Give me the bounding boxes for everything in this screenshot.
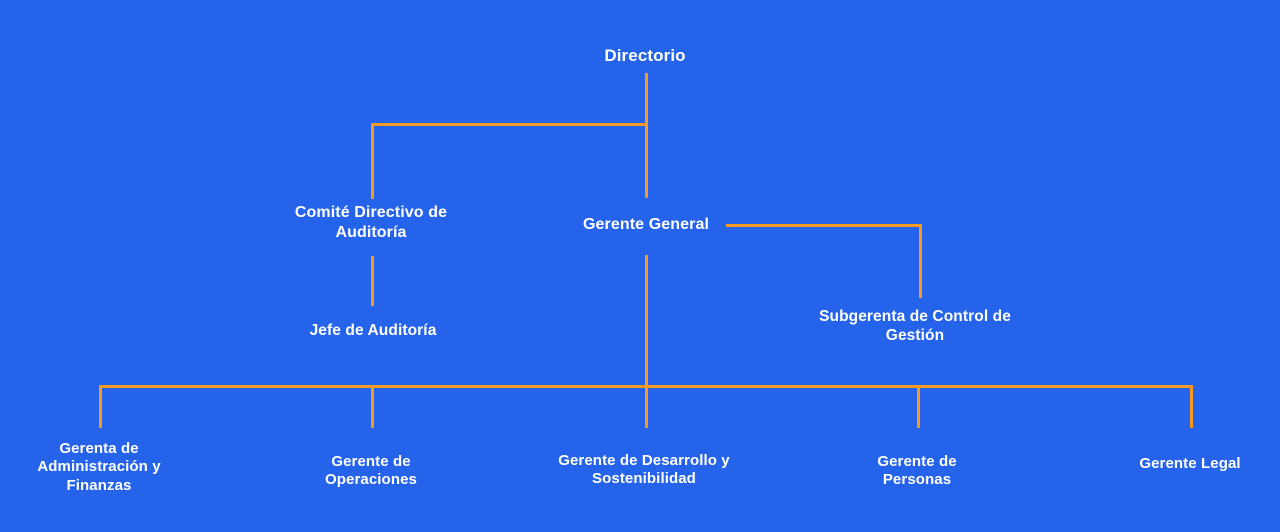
node-directorio[interactable]: Directorio: [604, 46, 686, 65]
connector-comite-to-jefe: [371, 256, 374, 306]
connector-gg-to-subgerenta-horizontal: [726, 224, 922, 227]
node-gerente-operaciones[interactable]: Gerente de Operaciones: [325, 453, 417, 489]
connector-directorio-to-comite: [371, 123, 374, 199]
connector-gg-to-subgerenta-drop: [919, 224, 922, 298]
node-gerente-general[interactable]: Gerente General: [583, 216, 709, 233]
connector-drop-legal: [1190, 385, 1193, 428]
connector-bus-top: [371, 123, 648, 126]
node-subgerenta-control-gestion[interactable]: Subgerenta de Control de Gestión: [819, 308, 1011, 344]
node-gerente-legal[interactable]: Gerente Legal: [1139, 455, 1241, 472]
connector-bus-bottom: [99, 385, 1193, 388]
connector-gg-stem: [645, 255, 648, 428]
connector-drop-personas: [917, 385, 920, 428]
node-gerenta-administracion-finanzas[interactable]: Gerenta de Administración y Finanzas: [37, 440, 161, 494]
connector-drop-admin-finanzas: [99, 385, 102, 428]
node-comite-directivo-auditoria[interactable]: Comité Directivo de Auditoría: [294, 204, 448, 241]
node-gerente-personas[interactable]: Gerente de Personas: [877, 453, 957, 489]
node-jefe-auditoria[interactable]: Jefe de Auditoría: [309, 322, 437, 339]
connector-directorio-stem: [645, 73, 648, 198]
connector-drop-operaciones: [371, 385, 374, 428]
node-gerente-desarrollo-sostenibilidad[interactable]: Gerente de Desarrollo y Sostenibilidad: [558, 452, 730, 488]
